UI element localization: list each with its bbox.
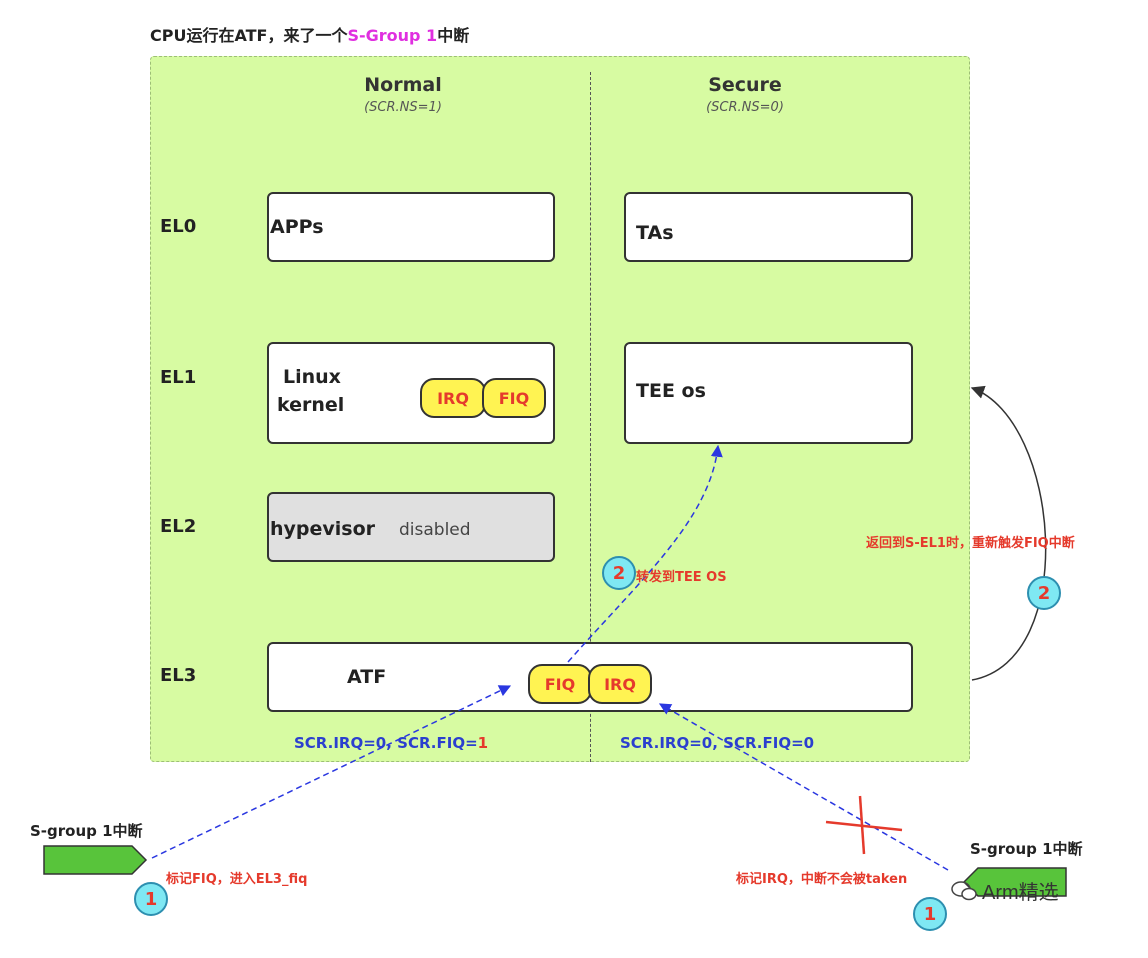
linux-label-line2: kernel [277,394,345,416]
tee-os-label: TEE os [636,380,706,402]
tas-label: TAs [636,222,674,244]
left-source-label: S-group 1中断 [30,822,143,840]
level-el2: EL2 [160,516,197,537]
secure-scr-setting: SCR.IRQ=0, SCR.FIQ=0 [620,734,815,752]
world-divider [590,72,591,762]
title-suffix: 中断 [437,26,470,45]
normal-scr-fiq-value: 1 [477,734,489,752]
apps-box: APPs [267,192,555,262]
watermark: Arm精选 [950,876,1059,905]
title-highlight: S-Group 1 [347,26,438,45]
linux-label-line1: Linux [283,366,341,388]
hypervisor-box: hypevisor disabled [267,492,555,562]
normal-scr-setting: SCR.IRQ=0, SCR.FIQ=1 [294,734,488,752]
linux-fiq-pill: FIQ [482,378,546,418]
hypervisor-status: disabled [399,520,471,540]
level-el3: EL3 [160,665,197,686]
level-el1: EL1 [160,367,197,388]
linux-irq-pill: IRQ [420,378,486,418]
left-source-arrow [43,845,148,875]
secure-world-heading: Secure [708,74,782,96]
arrow-left-source-to-atf [151,685,512,859]
note-mark-fiq: 标记FIQ，进入EL3_fiq [166,872,308,887]
step-badge-right-source: 1 [913,897,947,931]
note-forward-to-tee: 转发到TEE OS [636,570,727,585]
normal-scr-prefix: SCR.IRQ=0, SCR.FIQ= [294,734,478,752]
return-arc [970,385,1047,681]
hypervisor-label: hypevisor [270,518,376,540]
watermark-text: Arm精选 [982,882,1059,904]
step-badge-return: 2 [1027,576,1061,610]
tee-os-box: TEE os [624,342,913,444]
cross-stroke-1 [825,820,903,832]
note-return-to-sel1: 返回到S-EL1时，重新触发FIQ中断 [866,536,1075,551]
atf-label: ATF [347,666,387,688]
normal-world-heading: Normal [364,74,442,96]
tas-box: TAs [624,192,913,262]
normal-world-scr: (SCR.NS=1) [364,100,442,115]
atf-irq-pill: IRQ [588,664,652,704]
apps-label: APPs [270,216,324,238]
note-mark-irq: 标记IRQ，中断不会被taken [736,872,908,887]
secure-world-scr: (SCR.NS=0) [706,100,784,115]
wechat-icon [951,880,977,900]
diagram-title: CPU运行在ATF，来了一个S-Group 1中断 [150,22,469,46]
cross-stroke-2 [858,795,866,855]
right-source-label: S-group 1中断 [970,840,1083,858]
arrow-atf-to-tee [567,444,723,663]
arrow-right-source-to-atf [658,703,949,871]
step-badge-forward: 2 [602,556,636,590]
level-el0: EL0 [160,216,197,237]
title-prefix: CPU运行在ATF，来了一个 [150,26,348,45]
step-badge-left-source: 1 [134,882,168,916]
